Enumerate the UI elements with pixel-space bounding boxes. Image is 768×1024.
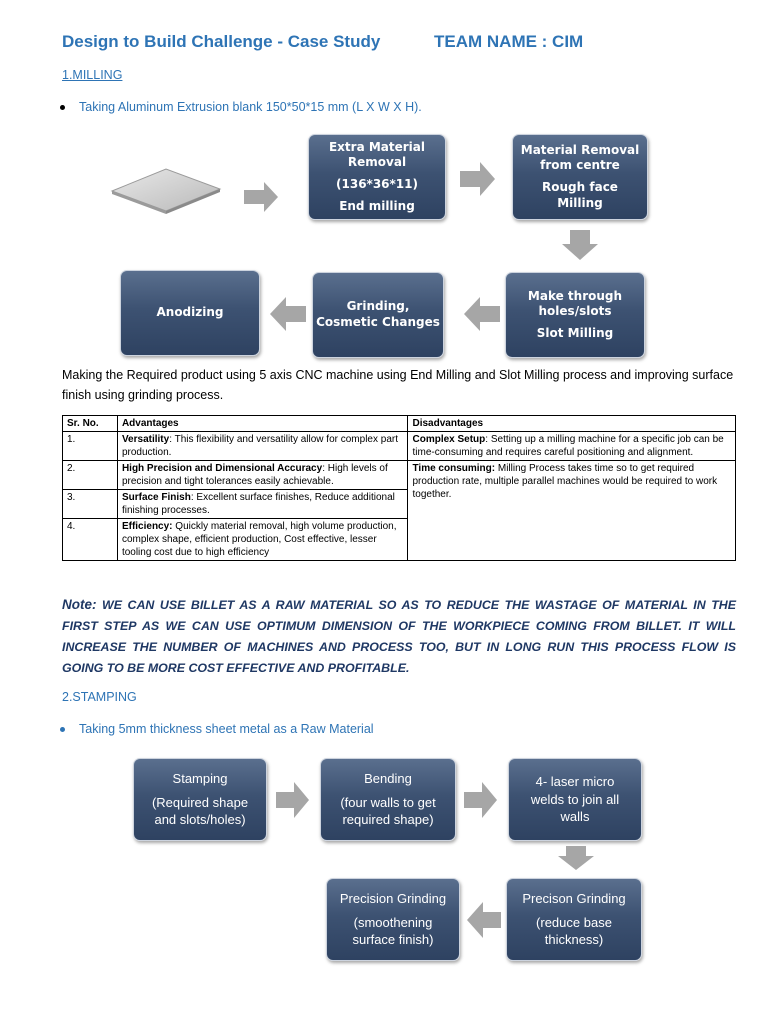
step-text: Precision Grinding	[339, 891, 447, 907]
step-text: Material Removal	[520, 142, 640, 157]
step-precision-grinding-finish: Precision Grinding (smoothening surface …	[326, 878, 460, 961]
step-extra-material-removal: Extra Material Removal (136*36*11) End m…	[308, 134, 446, 220]
page-title: Design to Build Challenge - Case Study	[62, 32, 381, 51]
step-text: walls	[560, 809, 590, 825]
note-paragraph: Note: WE CAN USE BILLET AS A RAW MATERIA…	[62, 594, 736, 679]
step-text: 4- laser micro	[535, 774, 615, 790]
column-header: Advantages	[116, 415, 409, 432]
bullet-icon	[60, 105, 65, 111]
step-text: Make through	[527, 288, 623, 303]
milling-bullet-text: Taking Aluminum Extrusion blank 150*50*1…	[79, 100, 422, 114]
advantages-table: Sr. No. Advantages Disadvantages 1. Vers…	[62, 415, 736, 561]
step-text: from centre	[540, 158, 620, 173]
step-text: (smoothening	[353, 914, 433, 930]
stamping-heading: 2.STAMPING	[62, 690, 137, 704]
column-header: Disadvantages	[407, 415, 736, 432]
step-text: Bending	[364, 771, 412, 787]
aluminum-blank-image	[110, 168, 222, 214]
step-text: Milling	[557, 195, 603, 210]
advantage-text: Quickly material removal, high volume pr…	[121, 521, 397, 558]
arrow-left-icon	[270, 297, 306, 331]
step-bending: Bending (four walls to get required shap…	[320, 758, 456, 841]
step-through-holes: Make through holes/slots Slot Milling	[505, 272, 645, 358]
table-cell: Complex Setup: Setting up a milling mach…	[407, 431, 736, 461]
step-text: Anodizing	[156, 305, 224, 320]
step-stamping: Stamping (Required shape and slots/holes…	[133, 758, 267, 841]
arrow-right-icon	[276, 782, 309, 818]
table-cell: 3.	[62, 489, 118, 519]
step-text: Stamping	[172, 771, 228, 787]
table-row: 2. High Precision and Dimensional Accura…	[62, 460, 736, 561]
advantage-title: High Precision and Dimensional Accuracy	[121, 463, 323, 474]
disadvantage-title: Complex Setup	[412, 434, 486, 445]
disadvantage-text: : Setting up a milling machine for a spe…	[412, 434, 724, 458]
step-text: Removal	[347, 155, 407, 170]
arrow-left-icon	[464, 297, 500, 331]
arrow-down-icon	[562, 230, 598, 260]
step-text: surface finish)	[352, 932, 434, 948]
arrow-right-icon	[464, 782, 497, 818]
step-text: (four walls to get	[340, 794, 436, 810]
step-text: Rough face	[542, 180, 618, 194]
step-text: Slot Milling	[536, 325, 614, 340]
arrow-down-icon	[558, 846, 594, 870]
advantage-text: : High levels of precision and tight tol…	[121, 463, 388, 487]
table-cell: Surface Finish: Excellent surface finish…	[116, 489, 409, 519]
table-row: 3. Surface Finish: Excellent surface fin…	[62, 489, 736, 519]
step-text: thickness)	[544, 932, 604, 948]
step-text: End milling	[339, 198, 415, 213]
stamping-bullet: Taking 5mm thickness sheet metal as a Ra…	[60, 722, 374, 736]
step-text: Precison Grinding	[522, 891, 626, 907]
arrow-left-icon	[467, 902, 501, 938]
table-header-row: Sr. No. Advantages Disadvantages	[62, 415, 736, 432]
advantage-title: Efficiency:	[121, 521, 173, 532]
step-precision-grinding-base: Precison Grinding (reduce base thickness…	[506, 878, 642, 961]
milling-description: Making the Required product using 5 axis…	[62, 368, 734, 402]
disadvantage-title: Time consuming:	[412, 463, 496, 474]
advantage-text: : Excellent surface finishes, Reduce add…	[121, 492, 395, 516]
arrow-right-icon	[244, 182, 278, 212]
table-cell: Versatility: This flexibility and versat…	[116, 431, 409, 461]
milling-heading: 1.MILLING	[62, 68, 123, 82]
step-text: (reduce base	[536, 914, 612, 930]
team-name: TEAM NAME : CIM	[434, 32, 584, 51]
note-label: Note:	[62, 597, 97, 612]
table-cell: Efficiency: Quickly material removal, hi…	[116, 518, 409, 561]
bullet-icon	[60, 727, 65, 733]
advantage-title: Surface Finish	[121, 492, 191, 503]
step-text: (Required shape	[151, 794, 249, 810]
table-row: 1. Versatility: This flexibility and ver…	[62, 431, 736, 461]
step-text: Grinding,	[346, 299, 410, 314]
table-cell: 1.	[62, 431, 118, 461]
step-text: Extra Material	[328, 139, 426, 154]
step-laser-welds: 4- laser micro welds to join all walls	[508, 758, 642, 841]
milling-bullet: Taking Aluminum Extrusion blank 150*50*1…	[60, 100, 422, 114]
step-text: (136*36*11)	[336, 177, 418, 191]
note-text: WE CAN USE BILLET AS A RAW MATERIAL SO A…	[62, 598, 736, 675]
column-header: Sr. No.	[62, 415, 118, 432]
advantage-text: : This flexibility and versatility allow…	[121, 434, 398, 458]
table-cell: High Precision and Dimensional Accuracy:…	[116, 460, 409, 490]
table-cell: 4.	[62, 518, 118, 561]
stamping-bullet-text: Taking 5mm thickness sheet metal as a Ra…	[79, 722, 374, 736]
step-anodizing: Anodizing	[120, 270, 260, 356]
step-material-removal-centre: Material Removal from centre Rough face …	[512, 134, 648, 220]
table-cell: Time consuming: Milling Process takes ti…	[407, 460, 736, 561]
step-text: and slots/holes)	[154, 812, 246, 828]
step-text: welds to join all	[530, 791, 620, 807]
advantage-title: Versatility	[121, 434, 170, 445]
step-text: Cosmetic Changes	[316, 315, 440, 329]
arrow-right-icon	[460, 162, 495, 196]
table-row: 4. Efficiency: Quickly material removal,…	[62, 518, 736, 561]
table-cell: 2.	[62, 460, 118, 490]
disadvantage-text: Milling Process takes time so to get req…	[412, 463, 718, 500]
step-text: holes/slots	[538, 304, 612, 319]
step-grinding: Grinding, Cosmetic Changes	[312, 272, 444, 358]
step-text: required shape)	[342, 812, 434, 828]
